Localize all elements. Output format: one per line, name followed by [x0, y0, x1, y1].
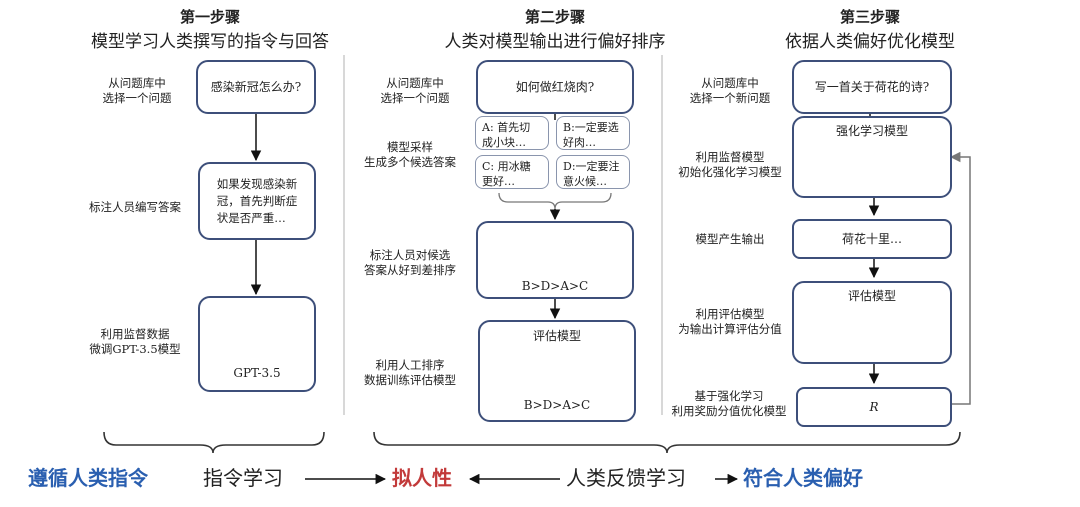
step3-output-box: 荷花十里…: [792, 219, 952, 259]
step2-title: 第二步骤: [524, 8, 585, 26]
step3-question-box: 写一首关于荷花的诗?: [792, 60, 952, 114]
step1-answer-box: 如果发现感染新 冠，首先判断症 状是否严重…: [198, 162, 316, 240]
step1-title: 第一步骤: [179, 8, 240, 26]
step3-label-optimize: 基于强化学习 利用奖励分值优化模型: [671, 389, 787, 418]
step2-reward-model-label: 评估模型: [532, 329, 581, 343]
bottom-human-preference: 符合人类偏好: [743, 466, 863, 490]
step3-title: 第三步骤: [839, 8, 900, 26]
step2-candidate-a: A: 首先切 成小块…: [475, 116, 549, 150]
step1-label-select: 从问题库中 选择一个问题: [102, 76, 172, 105]
step3-question: 写一首关于荷花的诗?: [814, 79, 930, 94]
step3-rl-model-label: 强化学习模型: [835, 124, 908, 138]
step1-answer: 如果发现感染新 冠，首先判断症 状是否严重…: [216, 176, 298, 225]
step2-label-train: 利用人工排序 数据训练评估模型: [364, 358, 456, 387]
bottom-human-feedback-learning: 人类反馈学习: [566, 466, 686, 490]
step1-subtitle: 模型学习人类撰写的指令与回答: [91, 32, 329, 52]
step2-reward-model-box: 评估模型 B>D>A>C: [478, 320, 636, 422]
step1-label-finetune: 利用监督数据 微调GPT-3.5模型: [89, 327, 181, 356]
step2-label-select: 从问题库中 选择一个问题: [380, 76, 450, 105]
bottom-instruction-learning: 指令学习: [203, 466, 283, 490]
step1-gpt-box: GPT-3.5: [198, 296, 316, 392]
step2-subtitle: 人类对模型输出进行偏好排序: [444, 32, 666, 52]
bottom-follow-instructions: 遵循人类指令: [28, 466, 148, 490]
step2-ranking-box: B>D>A>C: [476, 221, 634, 299]
step2-candidate-b: B:一定要选 好肉…: [556, 116, 630, 150]
step3-rl-model-box: 强化学习模型: [792, 116, 952, 198]
candidate-a-text: A: 首先切 成小块…: [482, 121, 531, 149]
step3-label-output: 模型产生输出: [695, 232, 765, 246]
step2-question-box: 如何做红烧肉?: [476, 60, 634, 114]
candidate-b-text: B:一定要选 好肉…: [563, 121, 619, 149]
step1-model-label: GPT-3.5: [233, 366, 281, 380]
candidate-c-text: C: 用冰糖 更好…: [482, 160, 531, 188]
step1-question-box: 感染新冠怎么办?: [196, 60, 316, 114]
step1-label-annotate: 标注人员编写答案: [89, 200, 181, 214]
step3-reward-model-label: 评估模型: [847, 289, 896, 303]
step3-label-init: 利用监督模型 初始化强化学习模型: [678, 150, 782, 179]
step2-question: 如何做红烧肉?: [515, 79, 595, 94]
step2-candidate-c: C: 用冰糖 更好…: [475, 155, 549, 189]
step2-label-sample: 模型采样 生成多个候选答案: [364, 140, 456, 169]
step3-label-select: 从问题库中 选择一个新问题: [689, 76, 771, 105]
step3-subtitle: 依据人类偏好优化模型: [785, 32, 955, 52]
step2-label-rank: 标注人员对候选 答案从好到差排序: [364, 248, 456, 277]
step3-reward-model-box: 评估模型: [792, 281, 952, 364]
step2-reward-ranking: B>D>A>C: [523, 398, 591, 412]
step3-output: 荷花十里…: [841, 231, 902, 246]
candidate-d-text: D:一定要注 意火候…: [563, 160, 620, 188]
step3-reward: R: [869, 399, 879, 414]
step1-question: 感染新冠怎么办?: [210, 79, 302, 94]
step2-ranking: B>D>A>C: [521, 279, 589, 293]
step2-candidate-d: D:一定要注 意火候…: [556, 155, 630, 189]
step3-reward-box: R: [796, 387, 952, 427]
step3-label-score: 利用评估模型 为输出计算评估分值: [678, 307, 782, 336]
bottom-anthropomorphism: 拟人性: [392, 466, 452, 490]
